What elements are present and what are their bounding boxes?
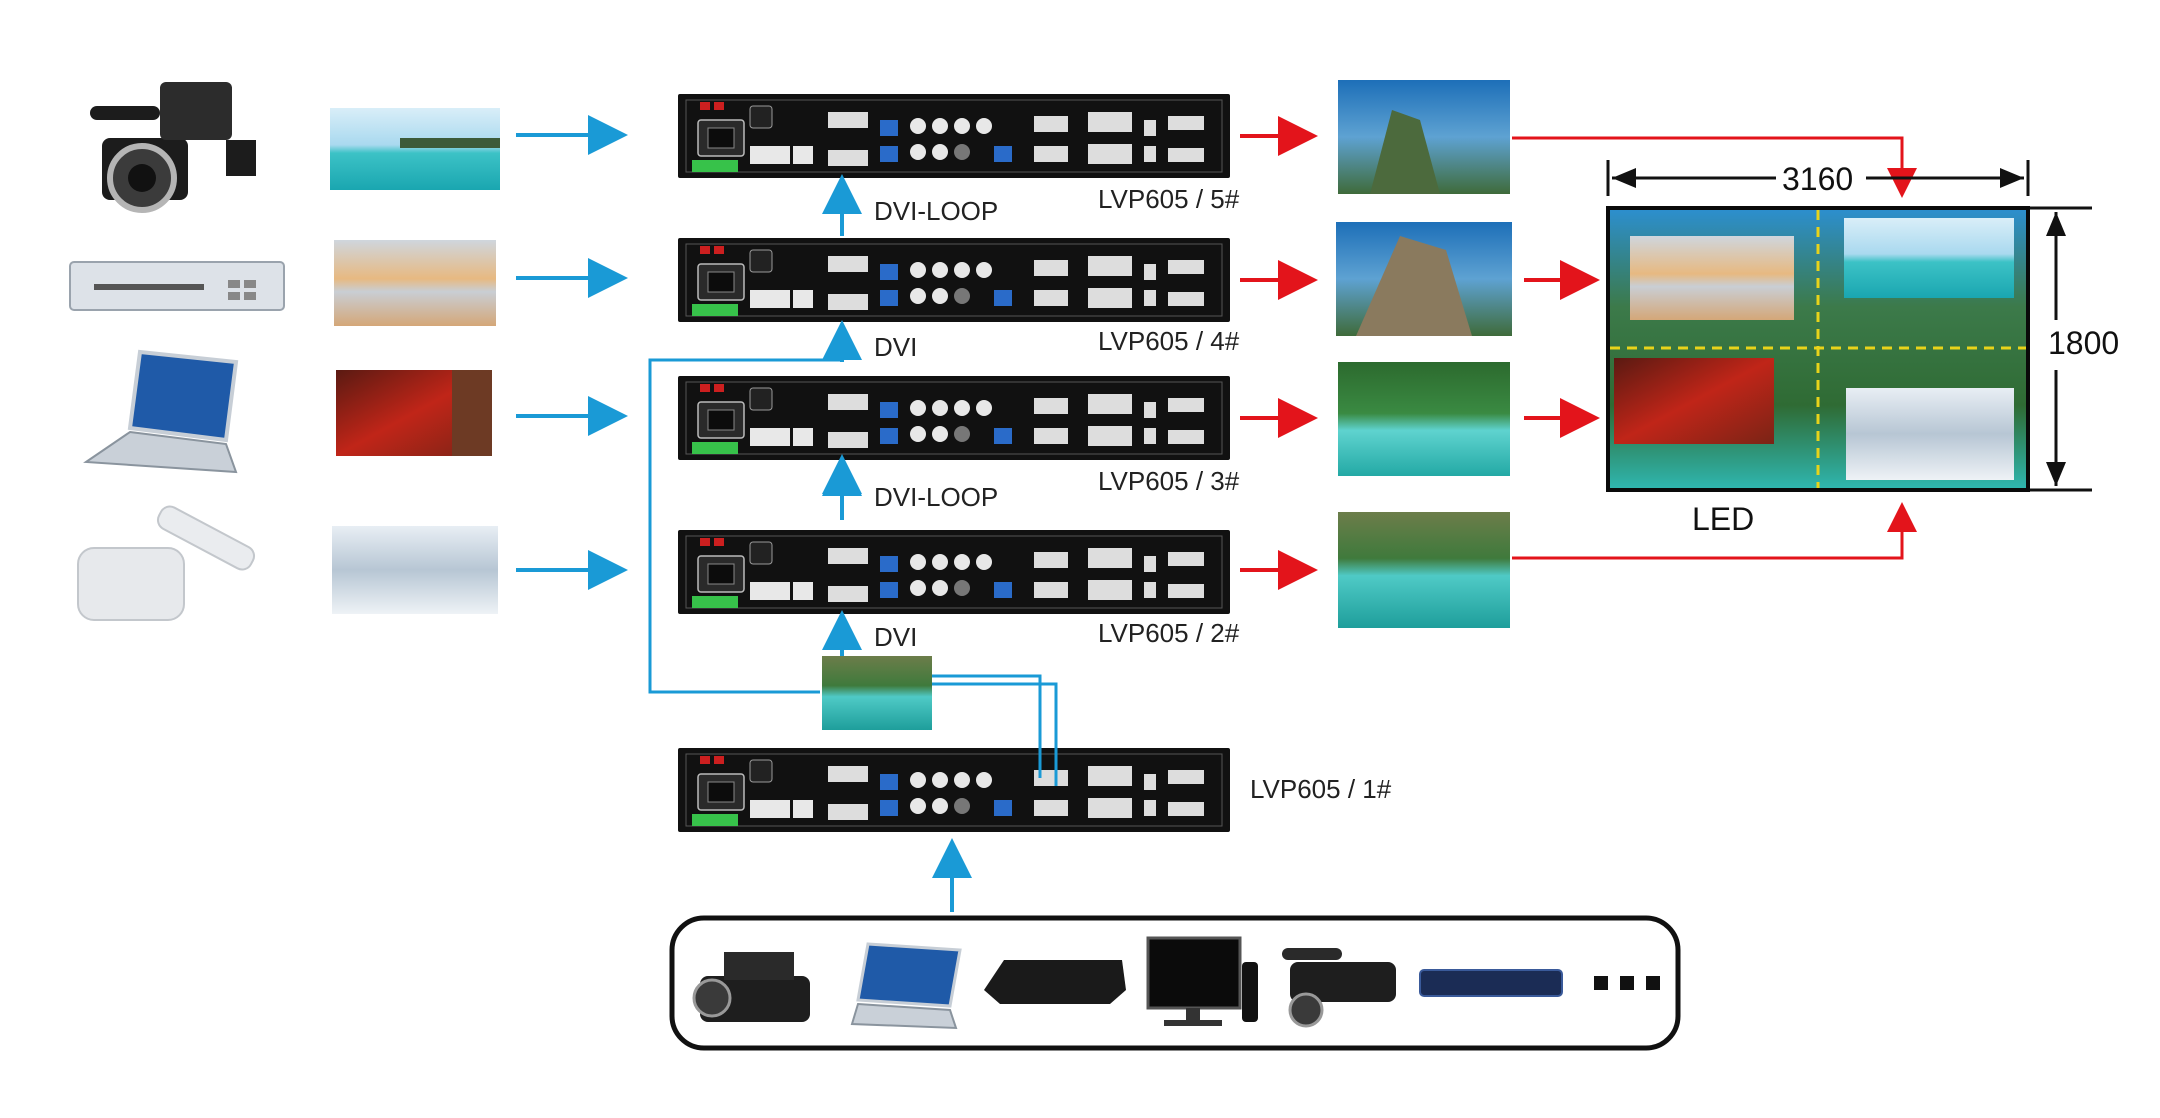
tray-media-player-icon (1419, 969, 1563, 997)
tray-camcorder-icon (692, 952, 810, 1022)
unit-3-label: LVP605 / 3# (1098, 466, 1240, 496)
unit-4-label: LVP605 / 4# (1098, 326, 1240, 356)
link-label-dvi-loop-upper: DVI-LOOP (874, 196, 998, 226)
led-wall (1606, 206, 2030, 492)
link-label-dvi-loop-lower: DVI-LOOP (874, 482, 998, 512)
output-arrows (1240, 116, 1917, 590)
dvd-player-icon (69, 261, 285, 311)
media-box-icon (77, 505, 256, 621)
karst-peak-output (1338, 80, 1510, 194)
camcorder-icon (90, 82, 256, 213)
red-forest-path-thumbnail (336, 370, 492, 456)
laptop-icon (83, 349, 239, 474)
link-label-dvi-lower: DVI (874, 622, 917, 652)
processor-unit-2 (677, 529, 1231, 615)
processor-unit-1 (677, 747, 1231, 833)
cliff-lagoon-output (1338, 512, 1510, 628)
snow-forest-thumbnail (332, 526, 498, 614)
autumn-lake-thumbnail (334, 240, 496, 326)
unit-5-label: LVP605 / 5# (1098, 184, 1240, 214)
unit-1-label: LVP605 / 1# (1250, 774, 1392, 804)
beach-resort-thumbnail (330, 108, 500, 190)
tray-laptop-icon (850, 942, 962, 1030)
led-height-dimension (2030, 206, 2092, 492)
led-width-dimension (1606, 160, 2030, 196)
led-height-label: 1800 (2048, 325, 2119, 361)
cascade-lagoon-thumbnail (822, 656, 932, 730)
led-width-label: 3160 (1782, 161, 1853, 197)
processor-unit-5 (677, 93, 1231, 179)
tray-camcorder-2-icon (1282, 948, 1396, 1028)
unit-2-label: LVP605 / 2# (1098, 618, 1240, 648)
tray-ellipsis-icon (1594, 976, 1660, 990)
mountain-rock-output (1336, 222, 1512, 336)
tray-set-top-box-icon (984, 960, 1126, 1004)
cascade-links (648, 174, 1058, 912)
waterfall-lagoon-output (1338, 362, 1510, 476)
input-arrows (516, 115, 628, 590)
tray-monitor-icon (1146, 936, 1258, 1026)
processor-unit-3 (677, 375, 1231, 461)
processor-unit-4 (677, 237, 1231, 323)
led-label: LED (1692, 501, 1754, 537)
link-label-dvi-upper: DVI (874, 332, 917, 362)
